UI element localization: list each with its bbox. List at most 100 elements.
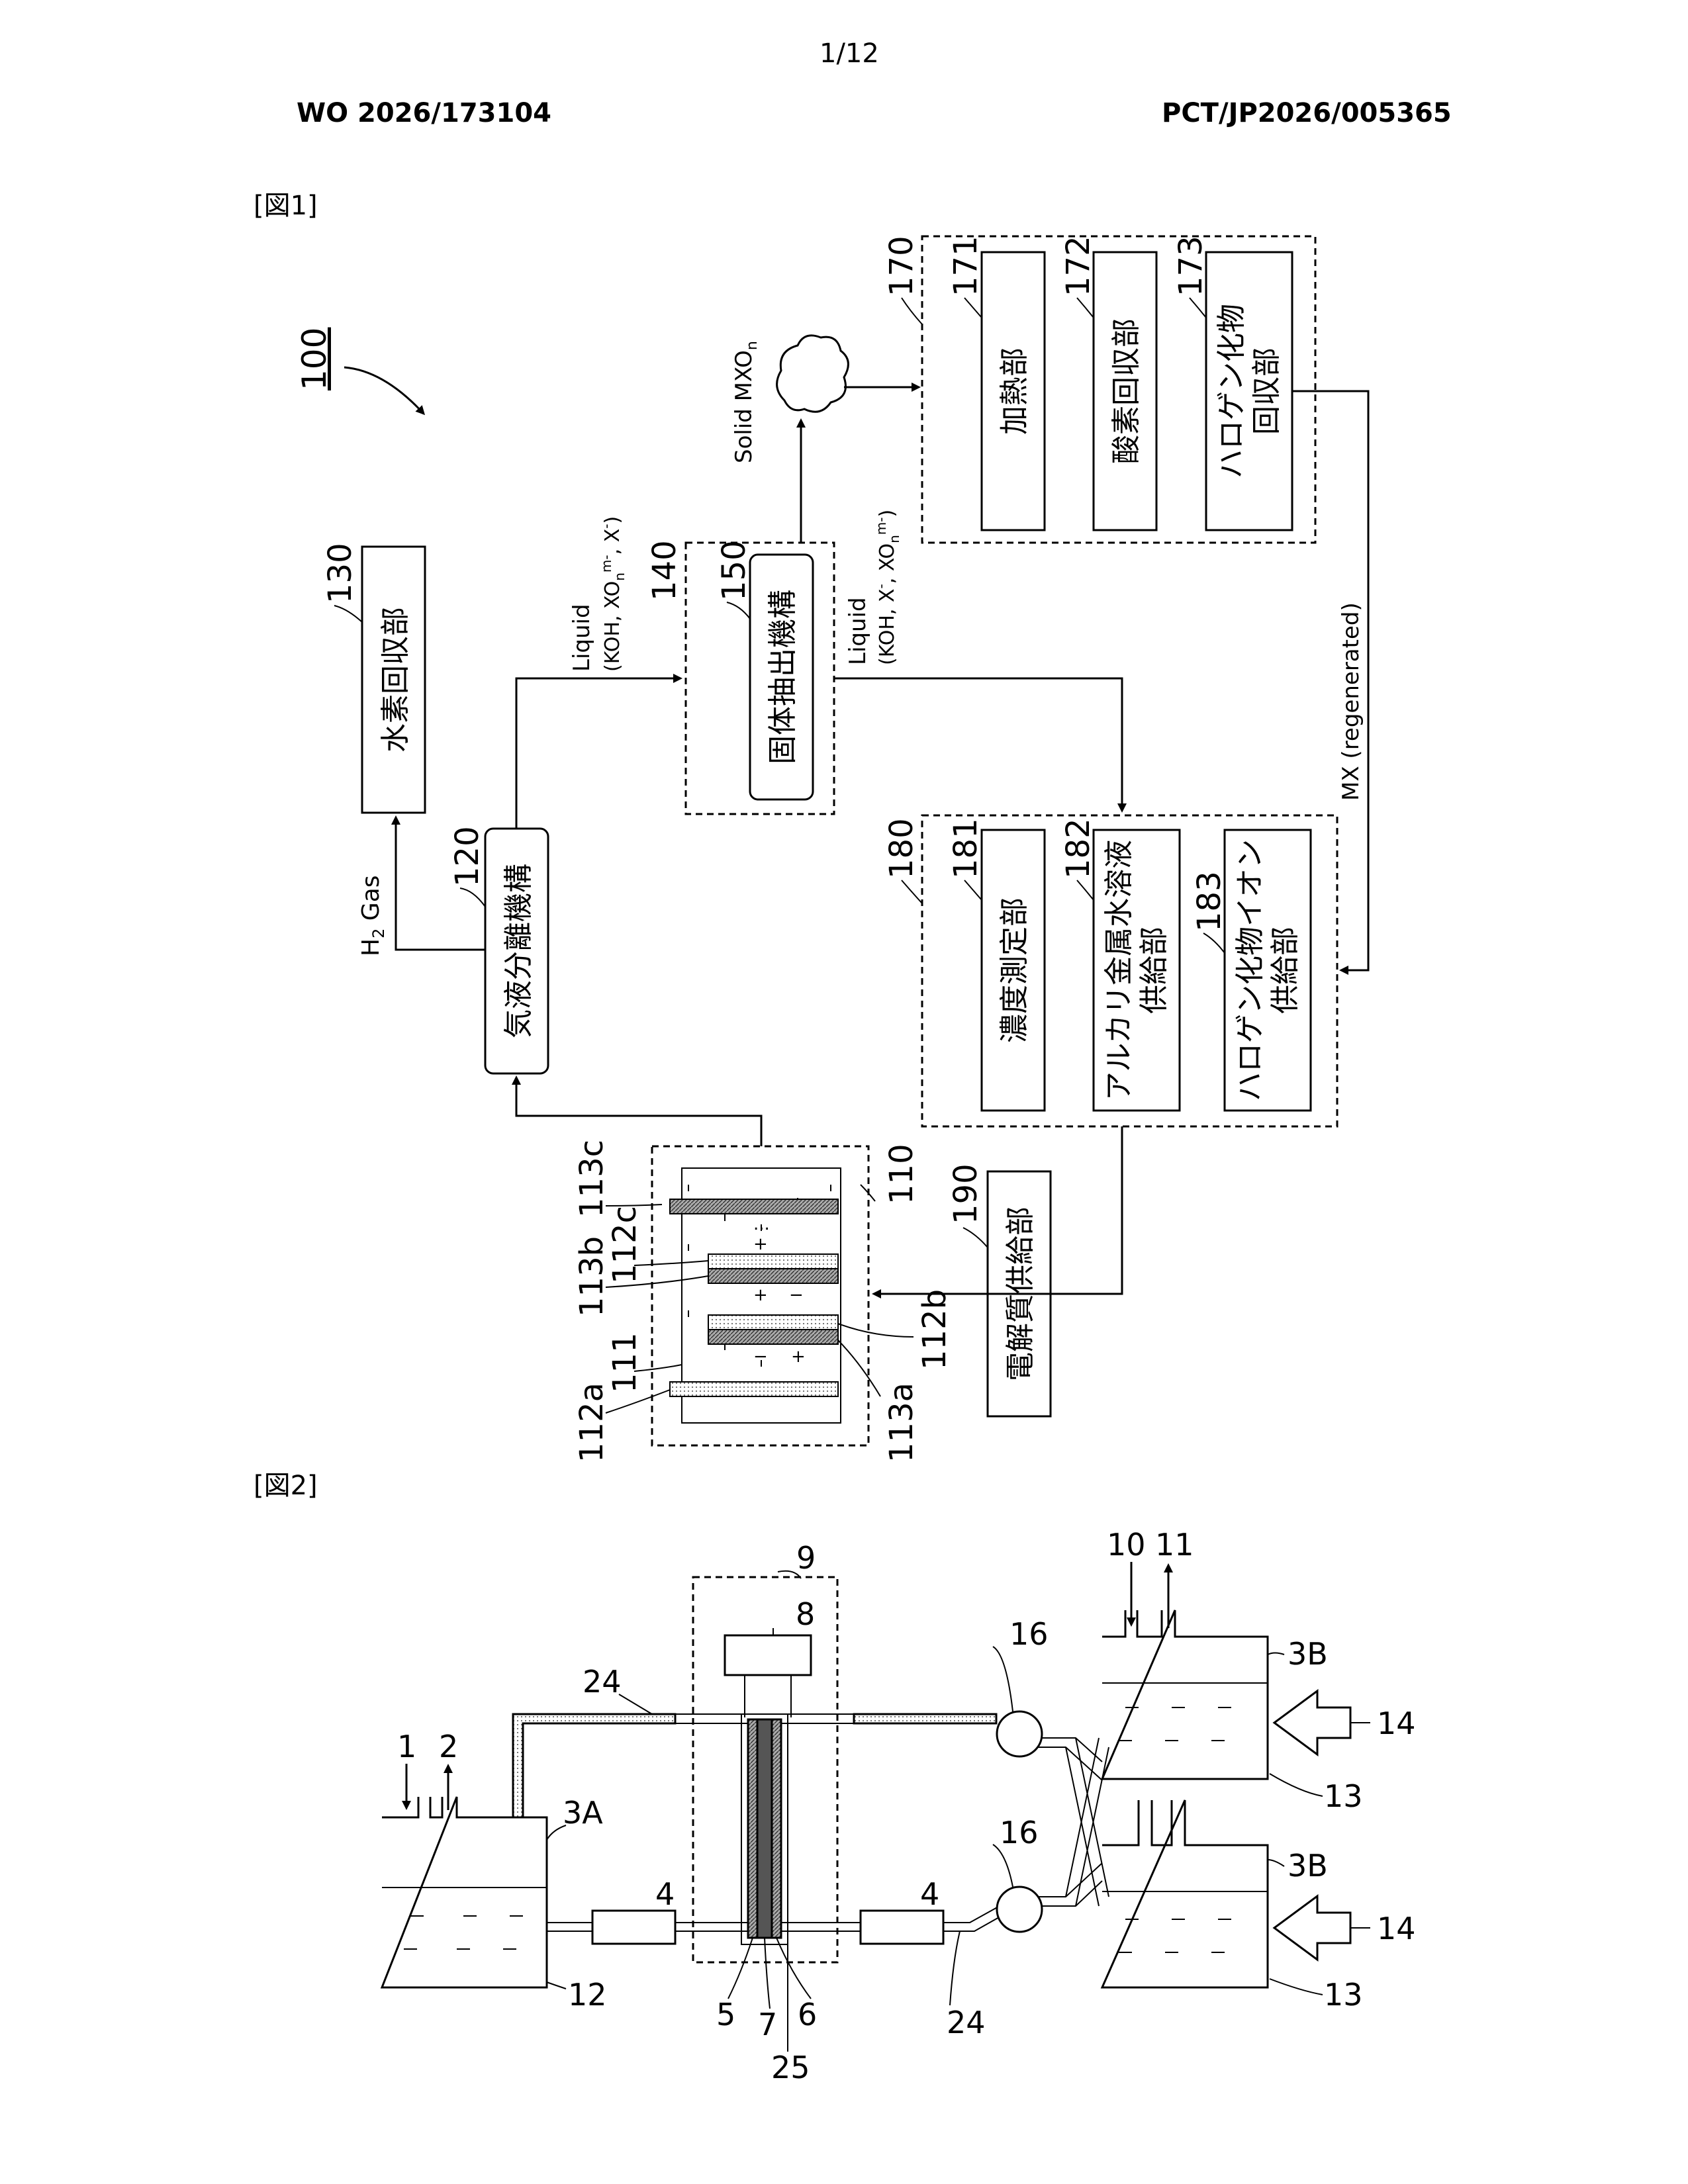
electrode-112c: [708, 1254, 838, 1269]
halide-recovery-label-2: 回収部: [1250, 347, 1284, 435]
heat-arrow-14-bottom: [1274, 1896, 1350, 1960]
component-4-right: [861, 1911, 943, 1944]
electrode-113a: [708, 1330, 838, 1344]
ref-113b: 113b: [573, 1236, 610, 1317]
pump-16-top: [997, 1711, 1042, 1756]
label-13-top: 13: [1324, 1778, 1363, 1814]
label-1: 1: [397, 1729, 416, 1764]
ref-190: 190: [947, 1163, 984, 1224]
figure2-labels: 1 2 3A 24 9 8 4 4 16 16 10 11 3B 3B 14 1…: [397, 1527, 1416, 2085]
membrane-7: [757, 1719, 772, 1938]
heating-label: 加熱部: [998, 347, 1031, 435]
label-14-top: 14: [1377, 1706, 1416, 1741]
ref-113c: 113c: [573, 1140, 610, 1218]
label-13-bottom: 13: [1324, 1977, 1363, 2013]
oxygen-recovery-label: 酸素回収部: [1109, 318, 1143, 464]
electrode-6: [772, 1719, 781, 1938]
bottom-pipe-right-mid: [781, 1923, 861, 1931]
label-4-left: 4: [655, 1876, 675, 1912]
electrode-112b: [708, 1315, 838, 1330]
ref-113a: 113a: [883, 1383, 920, 1463]
ref-112c: 112c: [606, 1206, 643, 1284]
tank-3A: [382, 1797, 547, 1987]
ref-130-leader: [334, 606, 362, 622]
ref-110: 110: [883, 1144, 920, 1205]
label-25: 25: [771, 2050, 810, 2085]
label-5: 5: [716, 1997, 735, 2032]
label-12: 12: [568, 1977, 607, 2013]
bottom-pipe-left: [547, 1923, 592, 1931]
ref-120-leader: [460, 888, 485, 907]
label-14-bottom: 14: [1377, 1911, 1416, 1946]
alkali-supply-label-2: 供給部: [1137, 927, 1171, 1014]
component-4-left: [592, 1911, 675, 1944]
ref-173: 173: [1172, 236, 1209, 296]
svg-text:+: +: [753, 1285, 768, 1305]
power-supply-8: [725, 1635, 811, 1675]
tank-3B-bottom-dashes: [1119, 1919, 1231, 1952]
ref-140: 140: [646, 540, 683, 601]
svg-text:...: ...: [753, 1214, 770, 1234]
figure2: [382, 1562, 1370, 2052]
ref-180: 180: [883, 818, 920, 879]
ref-100-leader: [344, 367, 424, 414]
electrode-112a: [670, 1382, 838, 1396]
cross-pipe-1: [1038, 1738, 1102, 1780]
label-4-right: 4: [920, 1876, 939, 1912]
tank-3B-top: [1102, 1610, 1268, 1779]
cell-to-separator-arrow: [516, 1077, 761, 1146]
label-16-bottom: 16: [1000, 1815, 1039, 1850]
ref-112b: 112b: [916, 1289, 953, 1370]
ref-170: 170: [883, 236, 920, 296]
recovery-leaders: [902, 298, 1206, 324]
label-11: 11: [1155, 1527, 1194, 1563]
top-pipe-right: [854, 1714, 996, 1723]
electrolyte-supply-label: 電解質供給部: [1004, 1206, 1037, 1381]
solid-cloud: [777, 336, 849, 412]
ref-183: 183: [1191, 871, 1228, 932]
extraction-to-180-arrow: [834, 678, 1122, 811]
ref-150: 150: [716, 540, 753, 601]
electrode-113c: [670, 1199, 838, 1214]
label-8: 8: [796, 1596, 815, 1632]
solid-extraction-label: 固体抽出機構: [766, 590, 800, 764]
halide-recovery-label-1: ハロゲン化物: [1215, 304, 1248, 478]
ref-190-leader: [963, 1228, 988, 1248]
label-16-top: 16: [1009, 1616, 1049, 1652]
ref-172: 172: [1060, 236, 1097, 296]
power-wires: [745, 1675, 791, 1717]
mx-regenerated-label: MX (regenerated): [1338, 602, 1364, 801]
bottom-pipe-right: [943, 1906, 1005, 1931]
label-24-bottom: 24: [947, 2005, 986, 2040]
regeneration-leaders: [902, 880, 1225, 953]
alkali-supply-label-1: アルカリ金属水溶液: [1102, 840, 1136, 1101]
system-ref-100: 100: [295, 328, 334, 390]
ref-182: 182: [1060, 818, 1097, 879]
hydrogen-recovery-label: 水素回収部: [379, 607, 412, 752]
halide-ion-supply-label-2: 供給部: [1268, 927, 1302, 1014]
bottom-pipe-left-mid: [675, 1923, 748, 1931]
heat-arrow-14-top: [1274, 1691, 1350, 1754]
pump-16-bottom: [997, 1887, 1042, 1932]
tank-3A-liquid-dashes: [404, 1916, 523, 1949]
cross-pipe-2: [1038, 1863, 1102, 1906]
tank-3B-bottom: [1102, 1800, 1268, 1987]
gas-liquid-separator-label: 気液分離機構: [502, 864, 536, 1038]
cross-x-pipes: [1066, 1738, 1109, 1906]
solid-mxon-label: Solid MXOn: [731, 341, 761, 463]
electrode-5: [748, 1719, 757, 1938]
extraction-unit-140: [686, 543, 834, 814]
figure1: 100 ++− +−... 113c 112c 113b 111 112a 11…: [295, 236, 1368, 1463]
label-3A: 3A: [563, 1795, 603, 1831]
label-3B-bottom: 3B: [1288, 1848, 1328, 1884]
label-6: 6: [798, 1997, 817, 2032]
label-10: 10: [1107, 1527, 1146, 1563]
label-7: 7: [758, 2007, 777, 2042]
ref-181: 181: [947, 818, 984, 879]
liquid1-label: Liquid: [569, 604, 595, 672]
ref-130: 130: [322, 543, 359, 604]
ref-120: 120: [449, 826, 486, 887]
ref-150-leader: [727, 602, 750, 619]
halide-ion-supply-label-1: ハロゲン化物イオン: [1233, 839, 1267, 1101]
